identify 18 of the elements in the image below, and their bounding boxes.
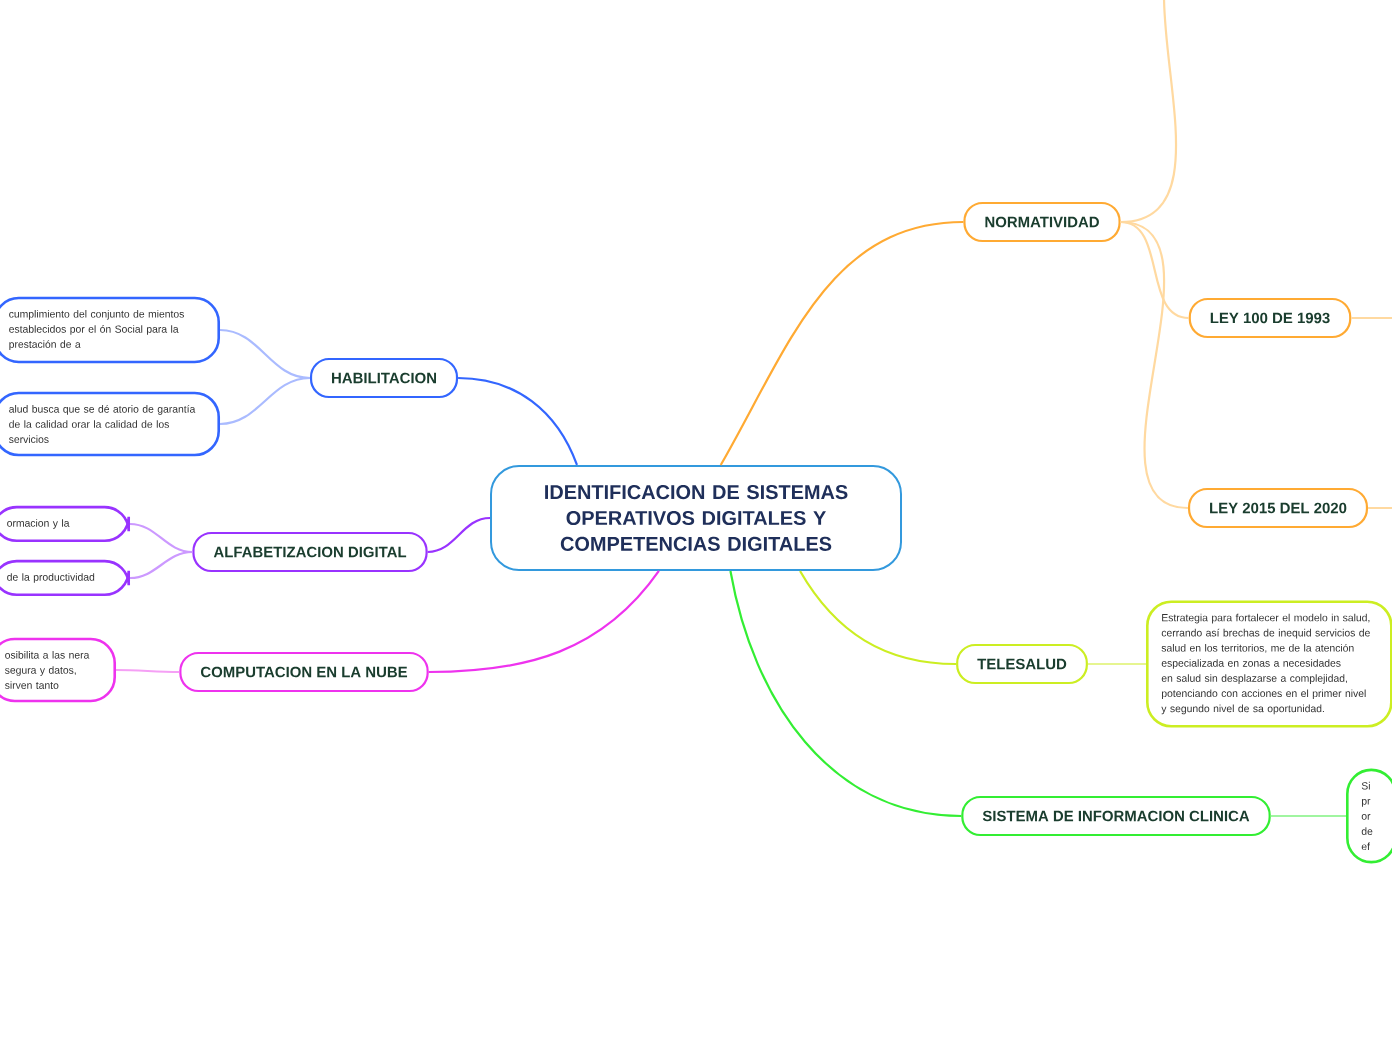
connector bbox=[719, 220, 964, 466]
connector bbox=[1120, 220, 1189, 320]
connector bbox=[1368, 506, 1392, 510]
connector bbox=[219, 328, 311, 380]
connector bbox=[129, 550, 193, 580]
connector bbox=[428, 570, 660, 674]
connector bbox=[458, 376, 578, 466]
connector bbox=[729, 570, 962, 818]
connector bbox=[427, 516, 491, 554]
connector bbox=[219, 376, 311, 426]
connector bbox=[116, 668, 180, 674]
connector bbox=[1270, 814, 1346, 818]
connector bbox=[1087, 662, 1146, 666]
connector bbox=[799, 570, 957, 666]
connector bbox=[129, 522, 193, 554]
connector bbox=[1120, 220, 1189, 510]
topic-box: IDENTIFICACION DE SISTEMAS OPERATIVOS DIGITALES Y COMPETENCIAS DIGITALES bbox=[490, 465, 902, 571]
connector bbox=[1351, 316, 1392, 320]
